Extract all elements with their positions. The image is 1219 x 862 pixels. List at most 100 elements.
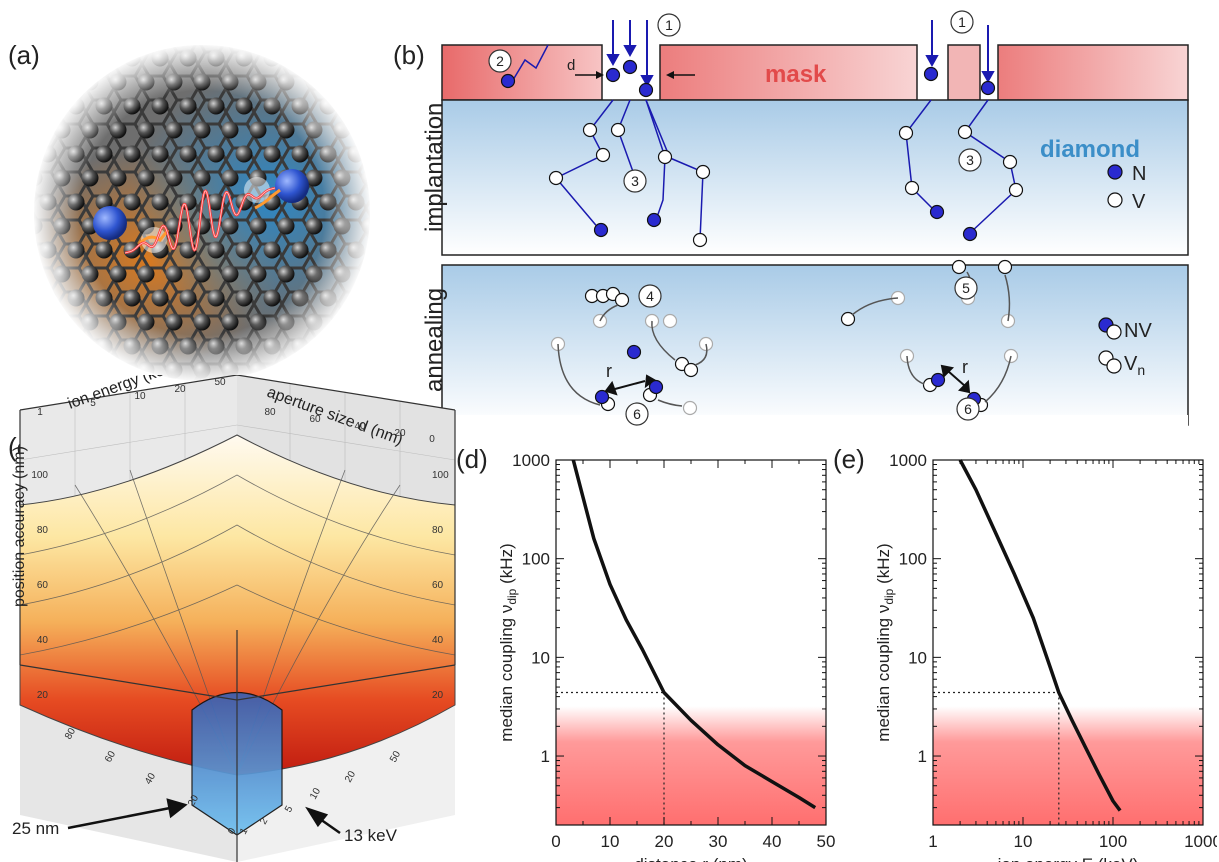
lattice-atom <box>306 28 323 43</box>
step-marker-4: 4 <box>646 288 654 304</box>
accuracy-tick-right: 100 <box>432 470 449 481</box>
axis-position-accuracy: position accuracy (nm) <box>11 446 28 607</box>
chart-e: 11010010001101001000ion energy E (keV)me… <box>874 451 1217 862</box>
chart-d-xtick-label: 40 <box>763 832 782 851</box>
aperture-tick: 0 <box>429 434 435 445</box>
step-marker-2: 2 <box>496 53 504 69</box>
legend-n: N <box>1132 163 1146 185</box>
lattice-atom <box>334 28 351 43</box>
lattice-atom <box>376 290 381 307</box>
lattice-atom <box>82 28 99 43</box>
step-marker-6b: 6 <box>964 401 972 417</box>
lattice-atom <box>67 49 85 67</box>
chart-d-xtick-label: 30 <box>709 832 728 851</box>
step-marker-1a: 1 <box>665 17 673 33</box>
lattice-atom <box>376 50 381 67</box>
lattice-atom <box>319 49 337 67</box>
lattice-atom <box>319 337 337 355</box>
accuracy-tick: 80 <box>37 525 49 536</box>
accuracy-tick: 20 <box>37 690 49 701</box>
panel-label-b: (b) <box>393 40 425 70</box>
step-marker-6a: 6 <box>633 406 641 422</box>
front-left-tick: 40 <box>143 771 158 787</box>
step-marker-1b: 1 <box>958 14 966 30</box>
chart-e-xtick-label: 1000 <box>1184 832 1217 851</box>
distance-r-label-right: r <box>962 357 968 377</box>
lattice-atom <box>95 49 113 67</box>
legend-v: V <box>1132 191 1146 213</box>
aperture-tick: 20 <box>394 428 406 439</box>
chart-d-xtick-label: 0 <box>551 832 560 851</box>
chart-d-threshold-region <box>556 706 826 825</box>
diamond-label: diamond <box>1040 136 1140 163</box>
front-right-tick: 2 <box>258 816 271 827</box>
ion-energy-tick: 10 <box>134 391 146 402</box>
lattice-atom <box>376 338 381 355</box>
ion-energy-tick: 5 <box>90 398 96 409</box>
lattice-atom <box>362 28 379 43</box>
panel-label-a: (a) <box>8 40 40 70</box>
accuracy-tick: 100 <box>31 470 48 481</box>
chart-d-ylabel: median coupling νdip (kHz) <box>497 543 519 741</box>
lattice-atom <box>54 28 71 43</box>
accuracy-tick-right: 80 <box>432 525 444 536</box>
lattice-atom <box>347 97 365 115</box>
implantation-schematic: mask diamond implantation annealing d <box>421 10 1189 435</box>
front-right-tick: 1 <box>238 826 251 837</box>
lattice-atom <box>34 121 43 139</box>
front-right-tick: 20 <box>343 769 358 785</box>
lattice-atom <box>67 337 85 355</box>
chart-d-curve <box>571 459 817 810</box>
panel-label-d: (d) <box>456 444 488 474</box>
chart-d-xlabel: distance r (nm) <box>634 855 747 862</box>
chart-d-ytick-label: 1000 <box>512 451 550 470</box>
lattice-atom <box>361 265 370 283</box>
chart-e-ytick-label: 10 <box>908 648 927 667</box>
chart-e-threshold-region <box>933 706 1203 825</box>
lattice-atom <box>250 28 267 43</box>
front-left-tick: 0 <box>226 826 239 837</box>
distance-r-label-left: r <box>606 361 612 381</box>
legend-nv: NV <box>1124 320 1152 342</box>
chart-d-ytick-label: 1 <box>541 747 550 766</box>
lattice-atom <box>138 28 155 43</box>
chart-d-xtick-label: 10 <box>601 832 620 851</box>
ion-energy-tick: 1 <box>37 407 43 418</box>
chart-d-xtick-label: 50 <box>817 832 836 851</box>
lattice-atom <box>291 49 309 67</box>
accuracy-tick: 60 <box>37 580 49 591</box>
front-left-tick: 80 <box>63 726 78 742</box>
lattice-atom <box>333 73 351 91</box>
chart-e-ylabel: median coupling νdip (kHz) <box>874 543 896 741</box>
lattice-atom <box>34 265 43 283</box>
chart-e-ytick-label: 1 <box>918 747 927 766</box>
aperture-size-label: d <box>567 57 575 74</box>
chart-e-xtick-label: 10 <box>1014 832 1033 851</box>
surface-plot-3d: ion energy (keV) aperture size d (nm) po… <box>11 375 456 862</box>
lattice-atom <box>39 337 57 355</box>
accuracy-tick-right: 60 <box>432 580 444 591</box>
aperture-tick: 80 <box>264 407 276 418</box>
lattice-atom <box>376 194 381 211</box>
chart-e-curve <box>958 459 1122 812</box>
aperture-tick: 40 <box>354 421 366 432</box>
chart-d-ytick-label: 10 <box>531 648 550 667</box>
lattice-atom <box>376 98 381 115</box>
lattice-atom <box>361 121 370 139</box>
lattice-atom <box>222 28 239 43</box>
chart-d: 110100100001020304050distance r (nm)medi… <box>497 451 836 862</box>
annealing-label: annealing <box>421 288 448 392</box>
annotation-13kev: 13 keV <box>344 826 398 845</box>
accuracy-tick-right: 40 <box>432 635 444 646</box>
lattice-atom <box>347 337 365 355</box>
lattice-illustration <box>32 28 381 383</box>
ion-energy-tick: 50 <box>214 377 226 388</box>
aperture-tick: 60 <box>309 414 321 425</box>
legend-vn: Vn <box>1124 353 1145 378</box>
accuracy-tick-right: 20 <box>432 690 444 701</box>
annotation-25nm: 25 nm <box>12 819 59 838</box>
lattice-atom <box>376 146 381 163</box>
lattice-atom <box>376 242 381 259</box>
step-marker-3a: 3 <box>631 173 639 189</box>
chart-e-xtick-label: 1 <box>928 832 937 851</box>
